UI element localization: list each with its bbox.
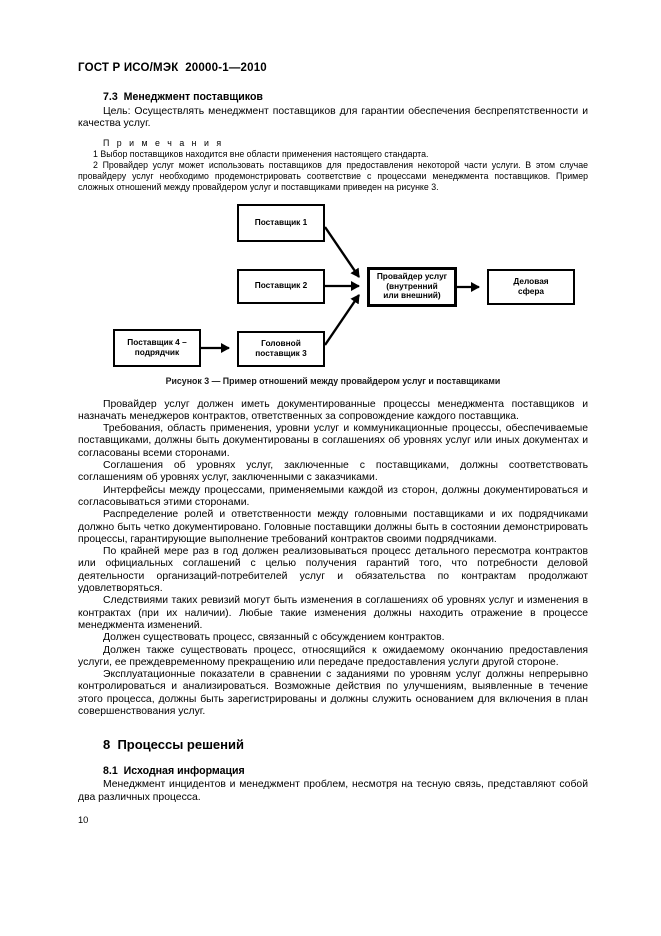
figure-3-caption: Рисунок 3 — Пример отношений между прова… [165,375,501,386]
figure-arrows [201,225,480,353]
section-8-heading: 8 Процессы решений [103,737,244,753]
paragraph: Должен также существовать процесс, относ… [78,644,588,668]
paragraph: Распределение ролей и ответственности ме… [78,509,588,545]
note-1: 1 Выбор поставщиков находится вне област… [93,148,429,159]
paragraph: По крайней мере раз в год должен реализо… [78,546,588,595]
figure-3-diagram: Поставщик 1 Поставщик 2 Поставщик 4 – по… [78,201,588,369]
page-content: ГОСТ Р ИСО/МЭК 20000-1—2010 7.3 Менеджме… [78,62,588,825]
document-header: ГОСТ Р ИСО/МЭК 20000-1—2010 [78,62,267,74]
notes-block: П р и м е ч а н и я 1 Выбор поставщиков … [78,138,588,193]
paragraph: Следствиями таких ревизий могут быть изм… [78,595,588,631]
paragraph: Провайдер услуг должен иметь документиро… [78,398,588,422]
box-supplier-1: Поставщик 1 [237,203,325,242]
section-8-1-heading: 8.1 Исходная информация [103,765,245,778]
paragraph: Соглашения об уровнях услуг, заключенные… [78,460,588,484]
paragraph: Эксплуатационные показатели в сравнении … [78,669,588,718]
section-7-3-body: Провайдер услуг должен иметь документиро… [78,399,588,719]
paragraph: Должен существовать процесс, связанный с… [103,632,445,644]
box-supplier-2: Поставщик 2 [237,268,325,304]
box-business-sphere: Деловая сфера [487,268,575,305]
paragraph: Интерфейсы между процессами, применяемым… [78,484,588,508]
goal-paragraph: Цель: Осуществлять менеджмент поставщико… [78,106,588,130]
box-service-provider: Провайдер услуг (внутренний или внешний) [367,266,457,307]
box-supplier-4-subcontractor: Поставщик 4 – подрядчик [113,328,201,367]
section-7-3-heading: 7.3 Менеджмент поставщиков [103,91,263,103]
box-lead-supplier-3: Головной поставщик 3 [237,330,325,367]
paragraph: Менеджмент инцидентов и менеджмент пробл… [78,779,588,803]
notes-label: П р и м е ч а н и я [103,137,224,148]
page-number: 10 [78,814,89,825]
note-2: 2 Провайдер услуг может использовать пос… [78,159,588,192]
paragraph: Требования, область применения, уровни у… [78,423,588,459]
